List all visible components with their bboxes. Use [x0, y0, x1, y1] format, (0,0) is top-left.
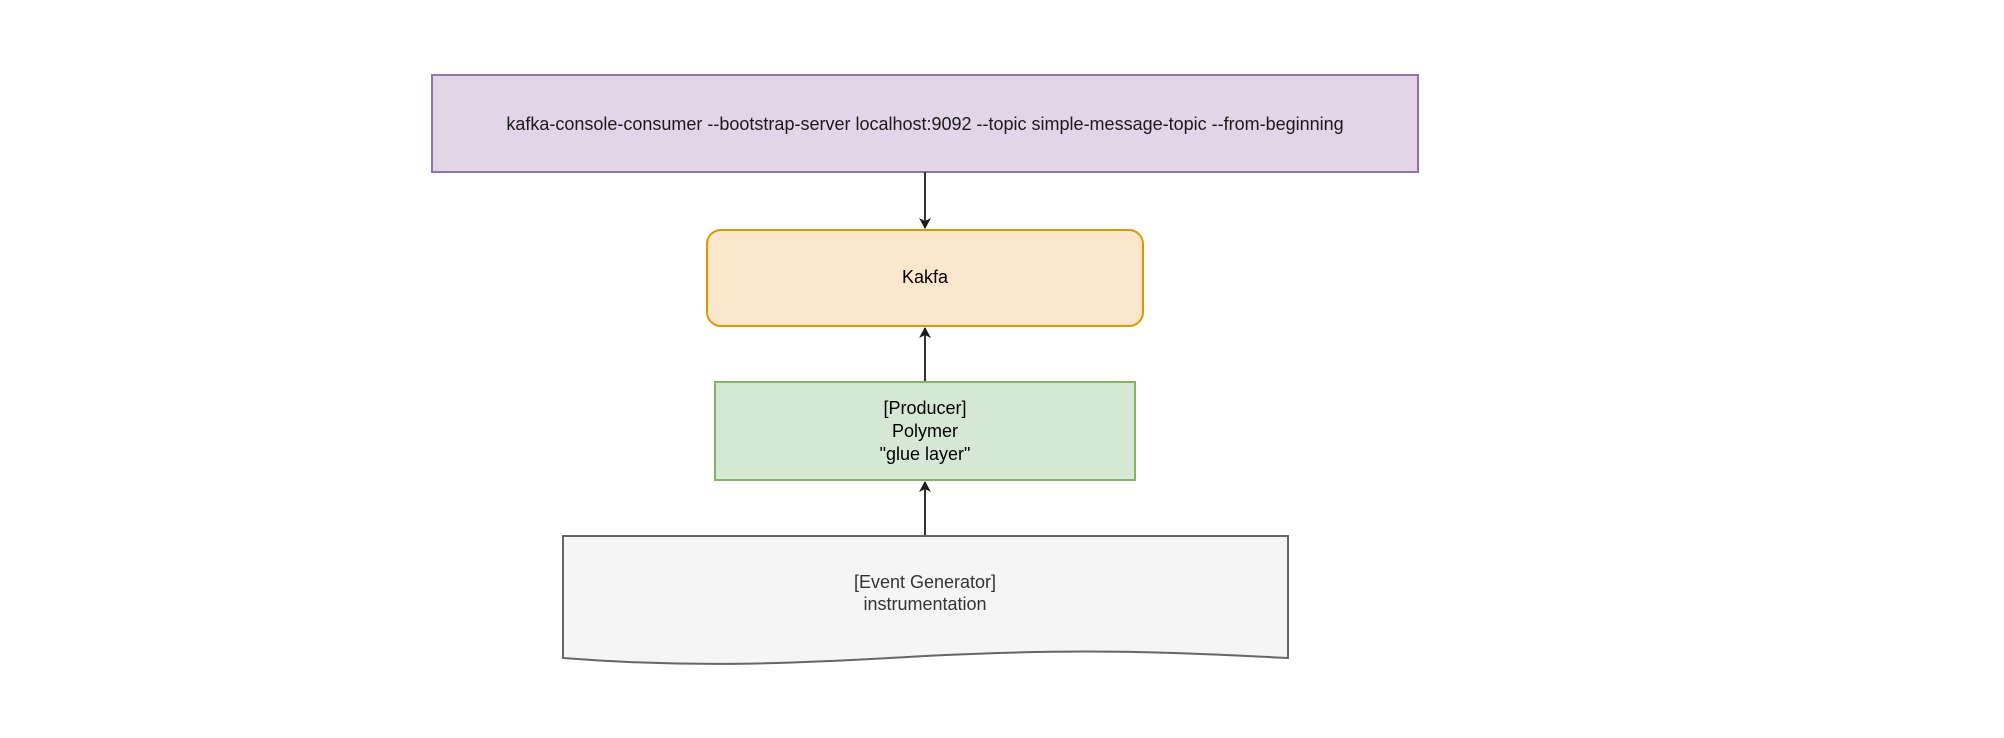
event-generator-node[interactable]: [Event Generator] instrumentation: [562, 535, 1289, 665]
producer-label-line-3: "glue layer": [880, 444, 971, 464]
event-generator-label-line-1: [Event Generator]: [854, 572, 996, 592]
kafka-box: [706, 229, 1144, 327]
kafka-node[interactable]: Kakfa: [706, 229, 1144, 327]
producer-node[interactable]: [Producer] Polymer "glue layer": [714, 381, 1136, 481]
event-generator-document-shape: [562, 535, 1289, 665]
consumer-label: kafka-console-consumer --bootstrap-serve…: [506, 114, 1343, 134]
producer-label-line-1: [Producer]: [883, 398, 966, 418]
kafka-label: Kakfa: [902, 267, 949, 287]
producer-label-line-2: Polymer: [892, 421, 958, 441]
event-generator-label-line-2: instrumentation: [863, 594, 986, 614]
consumer-box: [431, 74, 1419, 173]
consumer-node[interactable]: kafka-console-consumer --bootstrap-serve…: [431, 74, 1419, 173]
producer-box: [714, 381, 1136, 481]
